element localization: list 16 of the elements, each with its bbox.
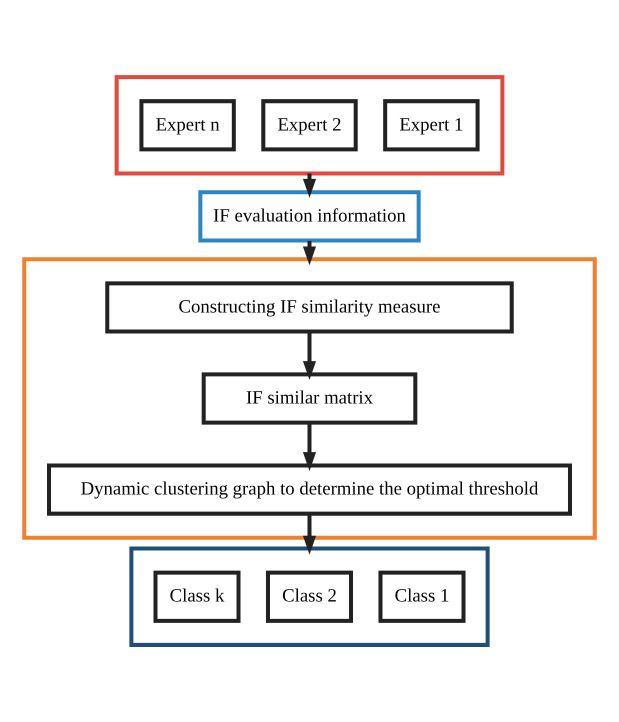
node-box: IF evaluation information xyxy=(198,190,421,242)
arrow xyxy=(302,423,316,471)
node-box: Class 2 xyxy=(266,570,354,623)
arrow xyxy=(302,514,316,555)
cluster xyxy=(129,546,490,647)
node-box: Expert 1 xyxy=(383,99,480,152)
node-box: Expert 2 xyxy=(261,99,358,152)
node-box: Expert n xyxy=(139,99,236,152)
cluster xyxy=(114,75,504,176)
node-box: IF similar matrix xyxy=(202,372,418,425)
cluster xyxy=(22,257,597,540)
arrow xyxy=(302,332,316,380)
node-box: Dynamic clustering graph to determine the optimal threshold xyxy=(47,463,572,516)
node-box: Class k xyxy=(153,570,241,623)
node-box: Class 1 xyxy=(378,570,466,623)
node-box: Constructing IF similarity measure xyxy=(105,281,514,334)
